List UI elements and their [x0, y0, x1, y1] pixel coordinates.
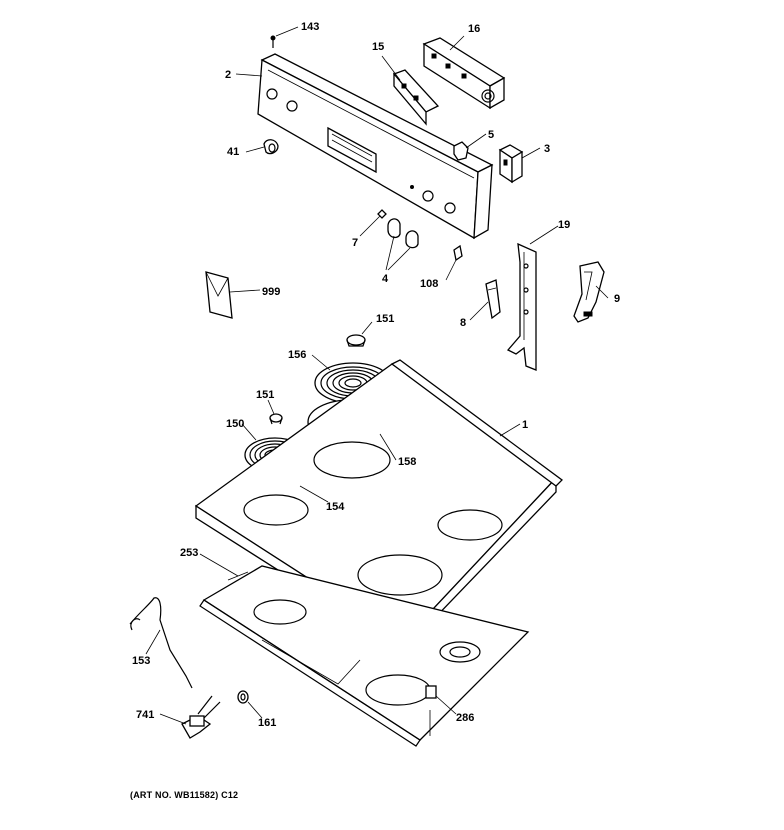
- drip-pan-knob-part-2: [269, 413, 283, 425]
- callout-153: 153: [132, 655, 150, 667]
- callout-5: 5: [488, 129, 494, 141]
- callout-3: 3: [544, 143, 550, 155]
- callout-253: 253: [180, 547, 198, 559]
- callout-1: 1: [522, 419, 528, 431]
- callout-999: 999: [262, 286, 280, 298]
- callout-156: 156: [288, 349, 306, 361]
- callout-158: 158: [398, 456, 416, 468]
- receptacle-part: [425, 685, 437, 736]
- drip-pan-knob-part: [346, 334, 366, 347]
- overlay-part: [392, 69, 440, 126]
- screw-part: [270, 35, 276, 48]
- callout-7: 7: [352, 237, 358, 249]
- literature-pack: [205, 271, 233, 319]
- callout-154: 154: [326, 501, 345, 513]
- callout-108: 108: [420, 278, 438, 290]
- callout-151-lower: 151: [256, 389, 274, 401]
- timer-board-part: [422, 37, 506, 110]
- switch-part: [498, 144, 524, 184]
- clip-part: [453, 141, 469, 161]
- control-panel-backsplash: [257, 53, 494, 240]
- small-fastener-part: [453, 244, 463, 262]
- callout-8: 8: [460, 317, 466, 329]
- knob-pair-part: [387, 218, 419, 249]
- callout-151-top: 151: [376, 313, 394, 325]
- leader-lines: [145, 26, 609, 725]
- callout-286: 286: [456, 712, 474, 724]
- knob-part: [263, 139, 279, 155]
- callout-41: 41: [227, 146, 239, 158]
- bracket-part: [506, 242, 537, 371]
- callout-741: 741: [136, 709, 154, 721]
- small-cap-part: [237, 690, 249, 704]
- wire-harness-part: [129, 597, 193, 689]
- callout-labels: 143 16 15 2 5 3 41 7 4 19 108 999 9 8 15…: [132, 21, 620, 729]
- callout-4: 4: [382, 273, 389, 285]
- terminal-block-part: [181, 695, 221, 739]
- callout-161: 161: [258, 717, 276, 729]
- burner-box-pan: [199, 565, 530, 747]
- callout-2: 2: [225, 69, 231, 81]
- callout-15: 15: [372, 41, 384, 53]
- callout-16: 16: [468, 23, 480, 35]
- art-number-caption: (ART NO. WB11582) C12: [130, 790, 239, 800]
- callout-143: 143: [301, 21, 319, 33]
- callout-9: 9: [614, 293, 620, 305]
- small-bracket-part: [485, 279, 501, 320]
- callout-19: 19: [558, 219, 570, 231]
- callout-150: 150: [226, 418, 244, 430]
- hinge-part: [573, 261, 605, 323]
